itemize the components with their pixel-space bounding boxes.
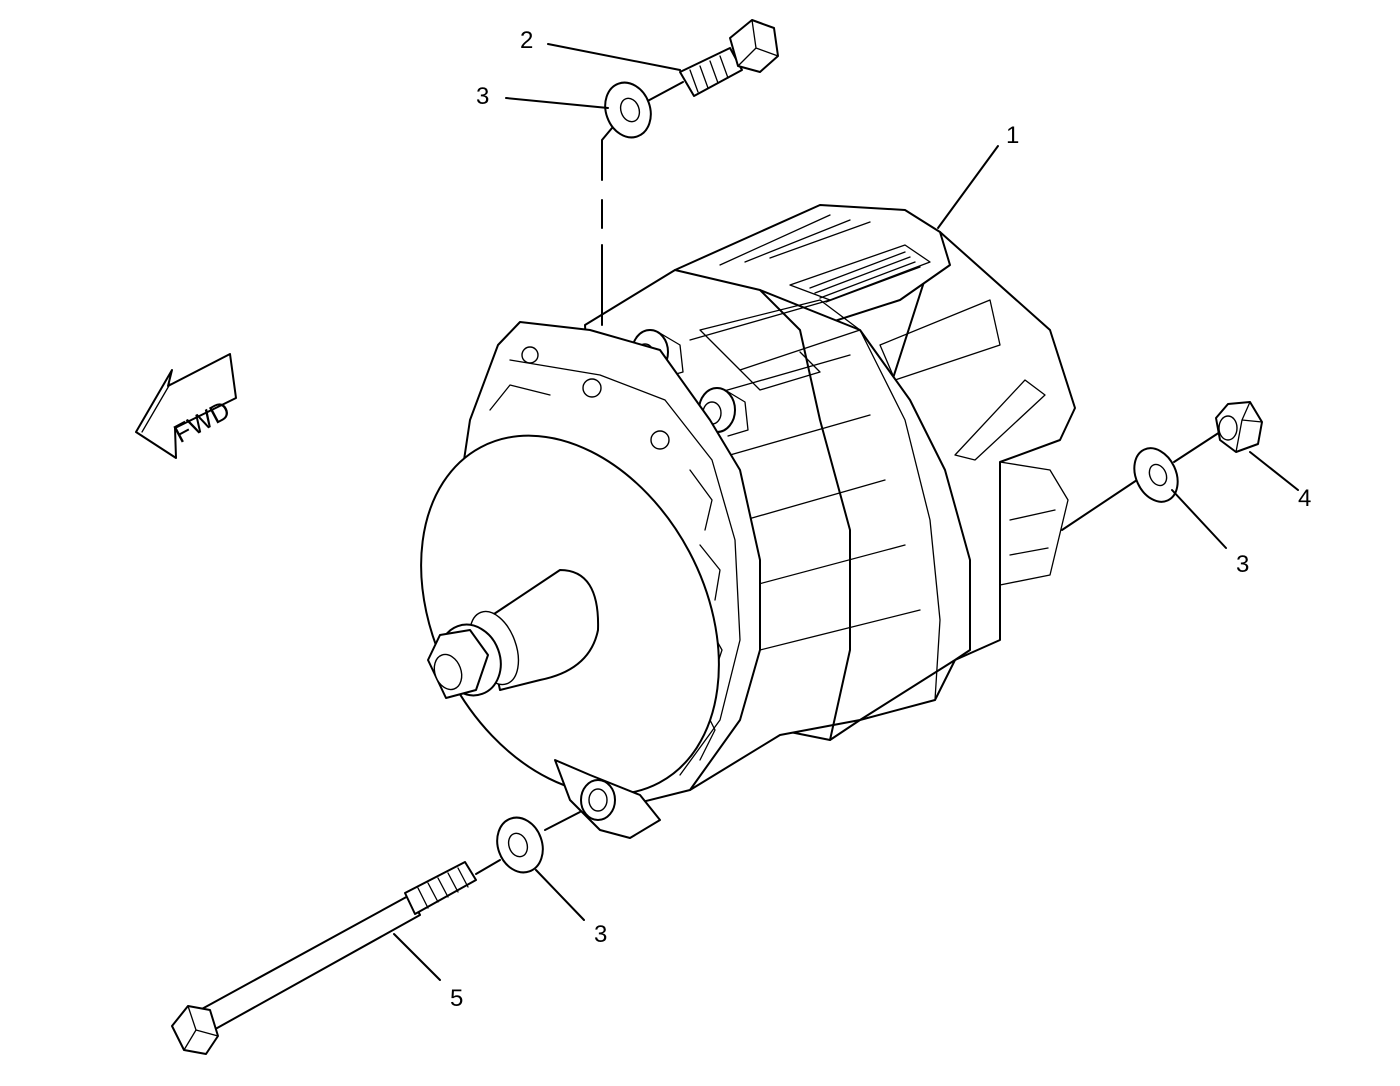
washer-right (1061, 431, 1221, 531)
callout-washer-top: 3 (476, 83, 489, 110)
flange-hole (521, 346, 539, 364)
washer-bottom (475, 811, 581, 875)
alternator (420, 204, 1076, 839)
flange-hole (582, 378, 602, 398)
callout-bolt-long: 5 (450, 985, 463, 1012)
callout-bolt-short: 2 (520, 27, 533, 54)
fwd-direction-arrow: FWD (135, 353, 237, 459)
callout-washer-bottom: 3 (594, 921, 607, 948)
fwd-label: FWD (169, 395, 235, 449)
long-bolt (171, 861, 477, 1055)
flange-hole (650, 430, 670, 450)
short-bolt (641, 19, 779, 105)
leader-lines (393, 43, 1299, 981)
washer-top (601, 81, 652, 326)
nut (1215, 401, 1263, 453)
callout-nut: 4 (1298, 485, 1311, 512)
callout-washer-right: 3 (1236, 551, 1249, 578)
callout-alternator: 1 (1006, 122, 1019, 149)
